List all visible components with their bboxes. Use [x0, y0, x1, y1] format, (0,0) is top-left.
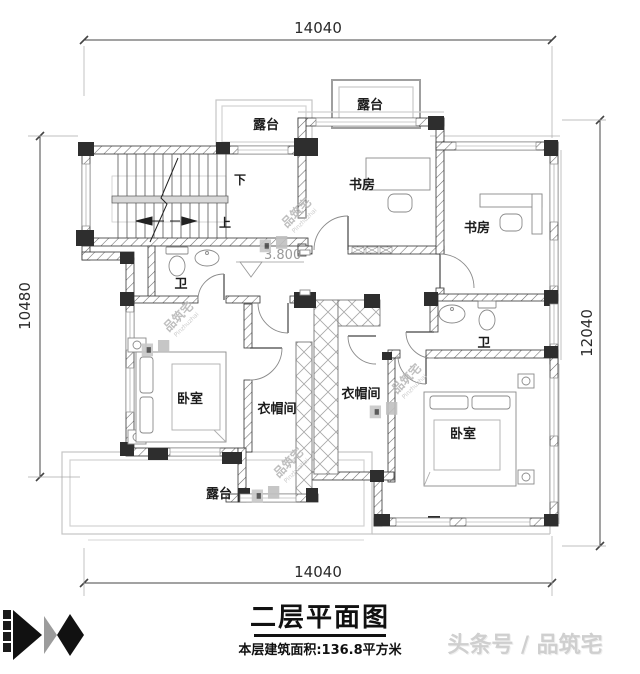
page-title: 二层平面图: [250, 603, 390, 633]
svg-text:头条号 / 品筑宅: 头条号 / 品筑宅: [448, 633, 603, 659]
room-label-terrace-top-left: 露台: [253, 117, 279, 133]
room-label-bath-left: 卫: [174, 277, 187, 292]
logo-triangle-icon: [13, 610, 42, 660]
brand-watermark: 头条号 / 品筑宅 头条号 / 品筑宅: [447, 632, 603, 659]
bed-left: [127, 337, 227, 445]
dim-bottom-value: 14040: [294, 563, 342, 581]
desk-right: [479, 193, 543, 235]
corner-logo: [3, 610, 84, 660]
room-label-closet-right: 衣帽间: [341, 386, 380, 402]
room-label-terrace-bottom: 露台: [206, 486, 232, 502]
desk-left: [365, 157, 431, 213]
room-label-bath-right: 卫: [477, 336, 490, 351]
wardrobe-strips: [295, 299, 381, 495]
level-marker: 3.800: [236, 248, 304, 278]
stairs: 下 上: [111, 154, 246, 243]
room-label-bedroom-left: 卧室: [177, 391, 203, 407]
stair-down-label: 下: [234, 173, 246, 187]
dimension-top: 14040: [79, 19, 557, 138]
brand-text: 头条号 / 品筑宅: [447, 632, 602, 658]
room-label-bedroom-right: 卧室: [450, 426, 476, 442]
bed-right: [423, 373, 535, 487]
dim-right-value: 12040: [578, 309, 596, 357]
dim-top-value: 14040: [294, 19, 342, 37]
columns-layer: [76, 116, 558, 526]
watermark-stamps: 品筑宅 Pinzhuzhai 品筑宅 Pinzhuzhai 品筑宅 Pinzhu…: [141, 194, 429, 503]
room-labels: 露台 露台 书房 书房 卫 卫 卧室 卧室 衣帽间 衣帽间 露台: [174, 97, 490, 502]
dimension-left: 10480: [16, 131, 80, 482]
threshold-marks: [299, 249, 311, 296]
room-label-terrace-top-center: 露台: [357, 97, 383, 113]
stair-break-line: [149, 157, 179, 243]
sink-left: [194, 249, 220, 267]
stair-direction-arrows: [135, 216, 198, 226]
furniture-layer: [127, 157, 543, 487]
dimension-right: 12040: [562, 115, 606, 551]
area-note: 本层建筑面积:136.8平方米: [238, 642, 402, 658]
cabinet-marks: [351, 246, 393, 254]
room-label-study-right: 书房: [464, 220, 490, 236]
dimension-bottom: 14040: [79, 536, 557, 596]
sink-right: [438, 304, 466, 324]
doors-layer: [197, 215, 475, 385]
level-value: 3.800: [264, 248, 301, 263]
dim-left-value: 10480: [16, 282, 34, 330]
stair-landing: [111, 195, 229, 204]
toilet-right: [477, 300, 497, 331]
stair-up-label: 上: [219, 215, 231, 230]
toilet-left: [165, 246, 189, 277]
room-label-study-left: 书房: [349, 177, 375, 193]
title-block: 二层平面图 本层建筑面积:136.8平方米: [238, 603, 402, 658]
title-underline: [254, 634, 386, 637]
room-label-closet-left: 衣帽间: [257, 401, 296, 417]
